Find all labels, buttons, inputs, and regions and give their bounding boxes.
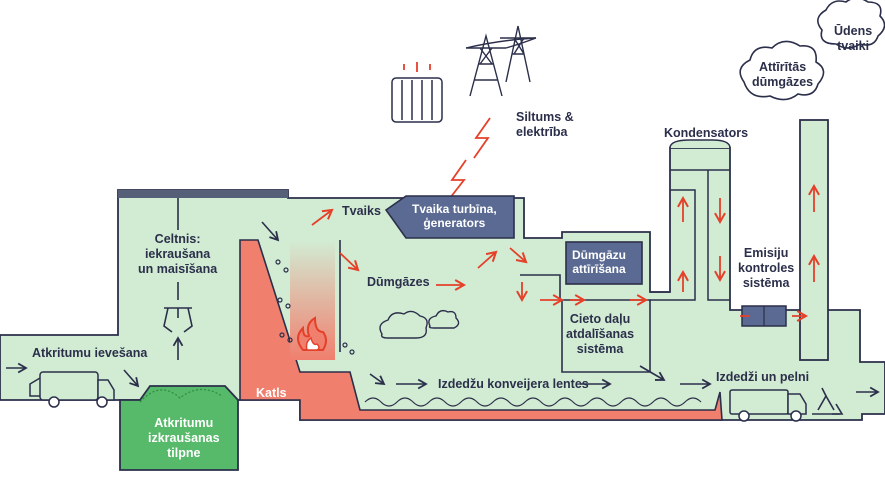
flue-cleaning-label: Dūmgāzu attīrīšana (572, 248, 626, 277)
waste-delivery-label: Atkritumu ievešana (32, 346, 148, 360)
recycle-icon (812, 387, 844, 415)
condenser-unit (669, 139, 731, 301)
solids-separation-label: Cieto daļu atdalīšanas sistēma (566, 312, 635, 356)
roof-band (118, 190, 288, 198)
smoke-cloud-icon (379, 309, 460, 339)
conveyor-belt (364, 397, 702, 407)
turbine-label: Tvaika turbīna, ģenerators (412, 202, 497, 231)
cloud-icons (739, 0, 885, 101)
dump-truck-icon (729, 389, 807, 422)
condenser-label: Kondensators (664, 126, 749, 140)
chimney (799, 119, 829, 361)
water-vapor-label: Ūdens tvaiki (834, 24, 873, 53)
crane-claw-icon (163, 198, 193, 333)
emission-control-label: Emisiju kontroles sistēma (738, 246, 795, 290)
power-pylon-icon (465, 25, 537, 97)
garbage-truck-icon (29, 371, 115, 408)
flue-gas-label: Dūmgāzes (367, 275, 430, 289)
heat-power-label: Siltums & elektrība (516, 110, 574, 139)
turbine-generator-box (384, 195, 515, 239)
slag-ash-label: Izdedži un pelni (716, 370, 810, 384)
steam-label: Tvaiks (342, 204, 381, 218)
ash-particles (275, 259, 355, 355)
hopper-label: Atkritumu izkraušanas tilpne (148, 416, 220, 460)
crane-label: Celtnis: iekraušana un maisīšana (138, 232, 218, 276)
radiator-icon (391, 62, 443, 123)
flow-arrows (311, 183, 820, 322)
process-arrows (6, 221, 880, 398)
flue-gas-cleaning-box (565, 241, 643, 285)
boiler-label: Katls (256, 386, 287, 400)
cleaned-gas-label: Attīrītās dūmgāzes (752, 60, 814, 89)
fire-icon (297, 316, 327, 351)
conveyor-label: Izdedžu konveijera lentes (438, 377, 589, 391)
waste-hopper (119, 385, 239, 471)
lightning-bolt-icon (449, 117, 491, 199)
